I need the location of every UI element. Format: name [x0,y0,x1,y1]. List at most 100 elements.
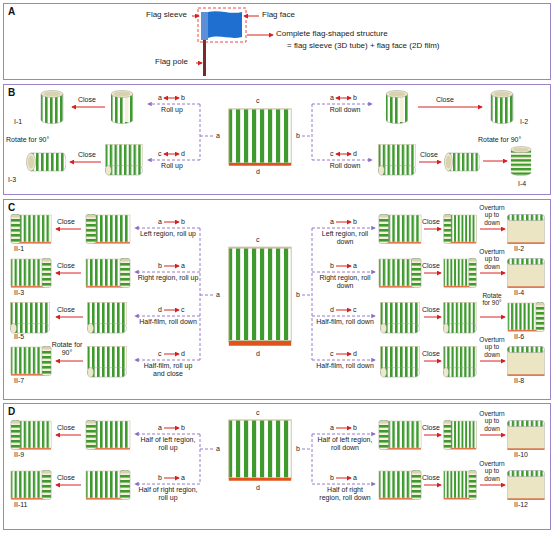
annotation-label: d [158,306,162,314]
annotation-label: a [216,132,220,140]
annotation-label: a [216,445,220,453]
annotation-label: a [181,474,185,482]
annotation-label: Overturn up to down [478,410,506,432]
annotation-label: b [181,424,185,432]
annotation-label: c [330,150,334,158]
annotation-label: Roll up [150,106,194,114]
annotation-label: Close [422,218,440,226]
annotation-label: d [353,150,357,158]
annotation-label: Roll down [320,162,370,170]
annotation-label: Flag face [262,11,295,20]
annotation-label: c [330,350,334,358]
annotation-label: a [353,262,357,270]
annotation-label: Half of right region, roll down [316,486,374,502]
figure-number: II-4 [514,289,524,297]
annotation-label: b [353,218,357,226]
annotation-label: Rotate for 90° [478,136,521,144]
panel-letter: D [8,406,15,417]
annotation-label: a [330,424,334,432]
annotation-label: Left region, roll up [137,230,199,238]
annotation-label: Close [422,306,440,314]
annotation-label: b [353,424,357,432]
annotation-label: Close [57,306,75,314]
annotation-label: Half of left region, roll down [316,436,374,452]
figure-number: II-2 [514,245,524,253]
annotation-label: Complete flag-shaped structure [276,30,388,39]
annotation-label: d [181,150,185,158]
annotation-label: c [353,306,357,314]
annotation-label: d [256,168,260,176]
annotation-label: d [330,306,334,314]
figure-number: II-3 [14,289,24,297]
panel-letter: B [8,87,15,98]
figure-number: II-11 [14,501,28,509]
annotation-label: b [158,474,162,482]
annotation-label: c [256,97,260,105]
annotation-label: Close [57,424,75,432]
annotation-label: b [181,94,185,102]
annotation-label: b [181,218,185,226]
annotation-label: a [158,94,162,102]
panel-c-figure [11,214,545,377]
annotation-label: d [181,350,185,358]
figure-number: II-1 [14,245,24,253]
annotation-label: Right region, roll up [137,274,199,282]
annotation-label: a [158,218,162,226]
annotation-label: Close [57,474,75,482]
figure-number: I-2 [520,118,528,126]
annotation-label: Overturn up to down [478,204,506,226]
annotation-label: b [296,132,300,140]
figure-number: II-10 [514,451,528,459]
annotation-label: Half-film, roll down [137,318,199,326]
annotation-label: Overturn up to down [478,460,506,482]
figure-number: I-4 [518,180,526,188]
annotation-label: b [296,445,300,453]
annotation-label: Roll down [320,106,370,114]
annotation-label: Close [78,96,96,104]
annotation-label: Flag pole [155,58,188,67]
annotation-label: c [158,350,162,358]
annotation-label: c [256,236,260,244]
figure-number: II-12 [514,501,528,509]
figure-number: II-6 [514,333,524,341]
figure-number: II-9 [14,451,24,459]
figure-number: I-1 [14,118,22,126]
figure-number: I-3 [8,176,16,184]
annotation-label: Rotate for 90° [6,136,49,144]
annotation-label: Left region, roll down [316,230,374,246]
annotation-label: b [330,262,334,270]
annotation-label: Half of right region, roll up [137,486,199,502]
panel-box: D [3,403,551,530]
annotation-label: a [353,474,357,482]
figure-number: II-7 [14,377,24,385]
annotation-label: Close [78,151,96,159]
annotation-label: c [158,150,162,158]
panel-letter: C [8,202,15,213]
annotation-label: Half of left region, roll up [137,436,199,452]
annotation-label: Half-film, roll down [316,318,374,326]
annotation-label: d [256,350,260,358]
annotation-label: d [256,484,260,492]
annotation-label: b [296,291,300,299]
figure-number: II-8 [514,377,524,385]
annotation-label: Close [420,151,438,159]
annotation-label: a [158,424,162,432]
panel-b-figure [27,91,532,176]
annotation-label: b [353,94,357,102]
figure-number: II-5 [14,333,24,341]
annotation-label: Half-film, roll up and close [137,362,199,378]
annotation-label: d [353,350,357,358]
annotation-label: Half-film, roll down [316,362,374,370]
annotation-label: Close [436,96,454,104]
annotation-label: a [330,94,334,102]
annotation-label: c [256,409,260,417]
annotation-label: Close [422,262,440,270]
annotation-label: Close [422,350,440,358]
annotation-label: a [330,218,334,226]
panel-box: C [3,199,551,400]
annotation-label: a [216,291,220,299]
annotation-label: = flag sleeve (3D tube) + flag face (2D … [287,42,440,51]
annotation-label: b [330,474,334,482]
